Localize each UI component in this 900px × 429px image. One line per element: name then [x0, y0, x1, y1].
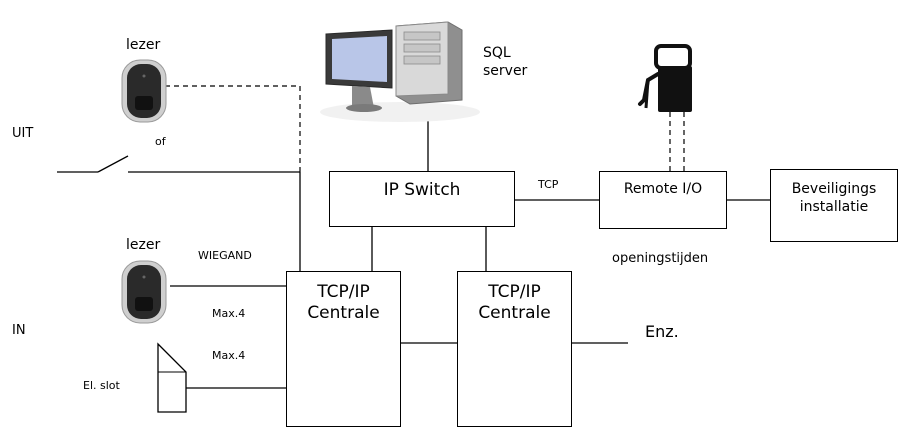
- exit-label: UIT: [12, 126, 34, 141]
- fuel-pump-icon: [638, 44, 692, 112]
- entry-label: IN: [12, 323, 26, 338]
- max4-reader-label: Max.4: [212, 307, 246, 320]
- ip-switch-box: IP Switch: [329, 171, 515, 227]
- centrale-2-box: TCP/IP Centrale: [457, 271, 572, 427]
- card-reader-top-icon: [121, 59, 167, 123]
- security-system-box: Beveiligings installatie: [770, 169, 898, 242]
- wiegand-label: WIEGAND: [198, 249, 252, 262]
- dashed-connection-reader: [165, 85, 301, 172]
- centrale-1-box: TCP/IP Centrale: [286, 271, 401, 427]
- centrale-2-label: TCP/IP Centrale: [478, 282, 551, 323]
- tcp-label: TCP: [538, 178, 559, 191]
- remote-io-label: Remote I/O: [623, 181, 703, 197]
- or-label: of: [155, 135, 166, 148]
- security-system-label: Beveiligings installatie: [791, 181, 877, 215]
- max4-lock-label: Max.4: [212, 349, 246, 362]
- lock-label: El. slot: [83, 379, 120, 392]
- reader-top-label: lezer: [126, 37, 161, 53]
- computer-server-icon: [320, 21, 480, 122]
- etc-label: Enz.: [645, 322, 679, 341]
- reader-bottom-label: lezer: [126, 237, 161, 253]
- pump-dashed-lines: [669, 112, 685, 171]
- remote-io-box: Remote I/O: [599, 171, 727, 229]
- opening-hours-label: openingstijden: [612, 251, 709, 266]
- ip-switch-label: IP Switch: [383, 180, 461, 200]
- exit-switch-line: [57, 155, 301, 272]
- sql-server-label: SQL server: [483, 45, 528, 79]
- centrale-1-label: TCP/IP Centrale: [307, 282, 380, 323]
- card-reader-bottom-icon: [121, 260, 167, 324]
- door-lock-icon: [157, 342, 187, 413]
